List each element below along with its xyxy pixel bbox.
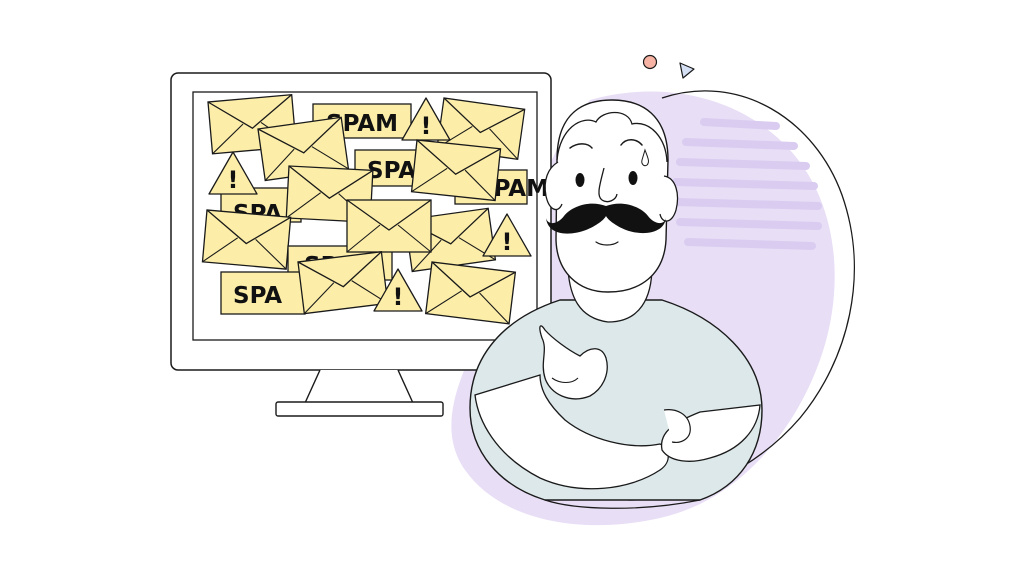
left-arm	[474, 374, 669, 490]
spam-label: SPA	[233, 283, 282, 309]
hair	[556, 111, 668, 163]
circle-icon	[642, 54, 658, 70]
warning-icon: !	[401, 97, 451, 141]
man-character	[469, 99, 763, 509]
warning-glyph: !	[421, 112, 432, 140]
monitor-stand	[303, 369, 415, 404]
envelope-icon	[410, 139, 502, 202]
envelope-icon	[425, 261, 517, 325]
warning-glyph: !	[228, 166, 239, 194]
warning-glyph: !	[393, 283, 404, 311]
mustache	[546, 203, 666, 234]
envelope-icon	[201, 209, 292, 270]
warning-icon: !	[373, 268, 423, 312]
head	[555, 99, 669, 293]
stripes	[672, 118, 822, 250]
spam-label: SPA	[367, 158, 416, 184]
warning-glyph: !	[502, 228, 513, 256]
warning-icon: !	[208, 151, 258, 195]
monitor-base	[275, 401, 444, 417]
triangle-icon	[679, 62, 695, 79]
spam-tag: SPA	[220, 271, 306, 315]
warning-icon: !	[482, 213, 532, 257]
envelope-icon	[297, 251, 389, 315]
spam-pile: SPAM ! SPA SPAM SPA ! SPAM	[201, 94, 549, 325]
envelope-icon	[346, 199, 432, 253]
